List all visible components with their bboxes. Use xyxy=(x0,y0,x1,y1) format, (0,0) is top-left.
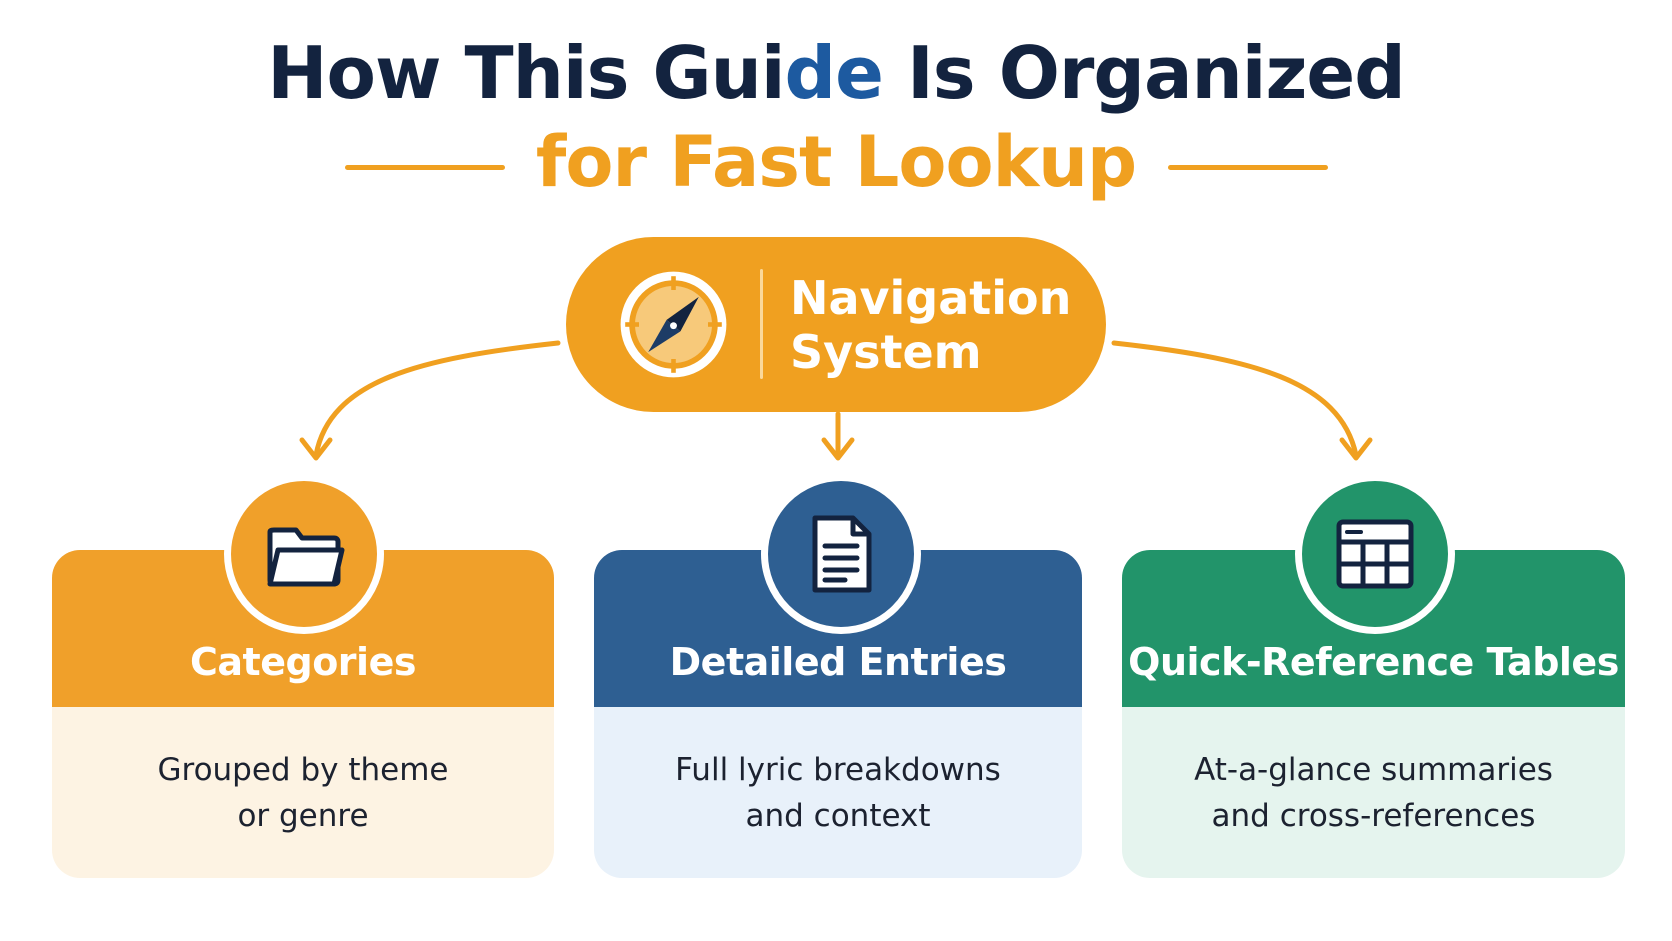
arrow-to-categories-head xyxy=(299,437,333,461)
card-body: Full lyric breakdowns and context xyxy=(594,707,1082,878)
hub-divider xyxy=(760,269,763,379)
title-line-1: How This Guide Is Organized xyxy=(0,28,1672,118)
title-part-1: How This Gui xyxy=(267,31,785,115)
hub-label: Navigation System xyxy=(790,271,1072,379)
card-body: At-a-glance summaries and cross-referenc… xyxy=(1122,707,1625,878)
card-description: At-a-glance summaries and cross-referenc… xyxy=(1194,752,1553,834)
folder-icon xyxy=(267,527,345,587)
navigation-system-hub: Navigation System xyxy=(566,237,1106,412)
card-body: Grouped by theme or genre xyxy=(52,707,554,878)
card-description: Grouped by theme or genre xyxy=(157,752,449,834)
card-title: Categories xyxy=(190,640,416,684)
detailed-entries-badge xyxy=(761,474,921,634)
card-detailed-entries: Detailed Entries Full lyric breakdowns a… xyxy=(594,550,1082,878)
table-icon xyxy=(1336,519,1414,589)
title-part-2: Is Organized xyxy=(882,31,1406,115)
title-rule-right xyxy=(1168,165,1328,170)
arrow-to-tables-head xyxy=(1339,437,1373,461)
title-rule-left xyxy=(345,165,505,170)
arrow-to-categories xyxy=(313,340,561,458)
title-highlight: de xyxy=(784,31,884,115)
compass-icon xyxy=(620,271,727,378)
card-title: Detailed Entries xyxy=(669,640,1007,684)
arrow-to-tables xyxy=(1111,340,1359,458)
arrow-to-entries-head xyxy=(821,437,855,461)
card-title: Quick-Reference Tables xyxy=(1128,640,1619,684)
categories-badge xyxy=(224,474,384,634)
document-icon xyxy=(812,515,872,593)
title-line-2: for Fast Lookup xyxy=(535,121,1137,203)
card-description: Full lyric breakdowns and context xyxy=(675,752,1001,834)
quick-reference-badge xyxy=(1295,474,1455,634)
